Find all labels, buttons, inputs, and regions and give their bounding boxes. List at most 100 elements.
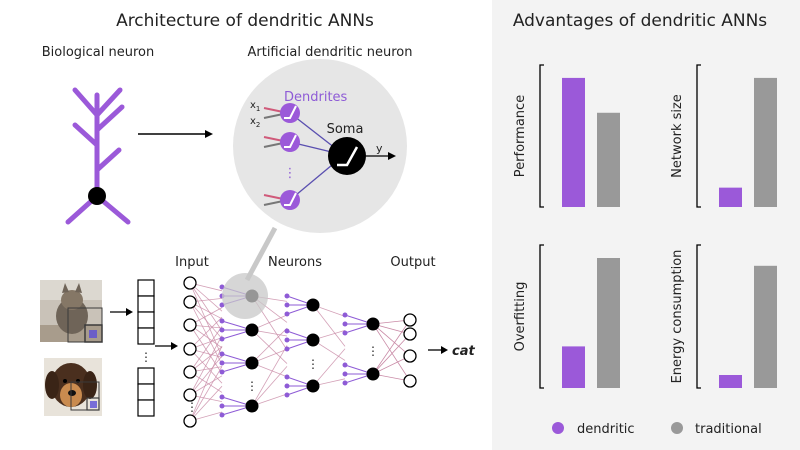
hidden-neuron: [245, 323, 259, 337]
output-label: Output: [390, 255, 435, 270]
hidden-neuron: [306, 298, 320, 312]
neural-network: [183, 276, 417, 428]
artificial-neuron-label: Artificial dendritic neuron: [247, 45, 412, 60]
chart-axis: [696, 64, 701, 208]
hidden-neuron: [306, 379, 320, 393]
input-ellipsis: ⋮: [186, 400, 198, 414]
neurons-label: Neurons: [268, 255, 322, 270]
neurons-ellipsis-2: ⋮: [307, 357, 319, 371]
input-node: [183, 388, 197, 402]
image-arrow-icon: [126, 308, 133, 316]
connection: [251, 327, 288, 364]
input-vector: [137, 279, 155, 417]
soma-output-arrow-icon: [388, 152, 396, 160]
dendrite-node: [284, 328, 290, 334]
input-node: [183, 295, 197, 309]
soma-icon: [328, 137, 366, 175]
legend-dendritic-marker: [552, 422, 564, 434]
chart-ylabel: Overfitting: [513, 282, 528, 352]
connection: [189, 301, 223, 339]
dendrite-node: [219, 394, 225, 400]
output-node: [403, 349, 417, 363]
hidden-neuron: [366, 317, 380, 331]
dendrite-node: [284, 337, 290, 343]
legend-traditional-label: traditional: [695, 422, 762, 437]
connection: [251, 366, 288, 407]
bar-dendritic: [719, 375, 742, 388]
soma-label: Soma: [327, 122, 364, 137]
cat-label: cat: [452, 344, 475, 359]
legend-dendritic-label: dendritic: [577, 422, 635, 437]
hidden-neuron: [306, 333, 320, 347]
chart-ylabel: Performance: [513, 95, 528, 177]
connection: [189, 316, 223, 350]
dendrite-node: [219, 351, 225, 357]
hidden-neuron: [366, 367, 380, 381]
neurons-ellipsis-1: ⋮: [246, 379, 258, 393]
dendrite-node: [342, 362, 348, 368]
input-node: [183, 414, 197, 428]
output-connection: [372, 319, 411, 375]
dendrite-node: [342, 321, 348, 327]
bar-traditional: [754, 77, 777, 207]
dendrite-node: [219, 369, 225, 375]
dendrite-node: [219, 318, 225, 324]
connection: [189, 385, 223, 422]
dendrite-node: [342, 312, 348, 318]
connection: [189, 345, 223, 422]
output-connection: [372, 355, 411, 375]
output-connection: [372, 323, 411, 357]
connection: [251, 345, 288, 407]
dendrite-node: [219, 412, 225, 418]
dendrite-node: [219, 336, 225, 342]
vector-arrow-icon: [171, 342, 178, 350]
connection: [189, 355, 223, 396]
cat-image: [40, 280, 103, 343]
input-label: Input: [175, 255, 209, 270]
chart-ylabel: Network size: [670, 94, 685, 178]
dendrite-node: [342, 330, 348, 336]
dendrite-node: [284, 311, 290, 317]
x2-label: x2: [250, 116, 260, 129]
dendrite-node: [284, 383, 290, 389]
bar-dendritic: [562, 346, 585, 388]
x1-label: x1: [250, 100, 260, 113]
input-node: [183, 276, 197, 290]
dendrite-node: [284, 374, 290, 380]
bar-dendritic: [562, 77, 585, 207]
soma-activation-icon: [337, 146, 359, 167]
dendrite-node: [284, 293, 290, 299]
dendrite-node: [219, 302, 225, 308]
chart-axis: [539, 244, 544, 389]
chart-axis: [539, 64, 544, 208]
dendrite-node: [219, 360, 225, 366]
bar-traditional: [597, 258, 620, 388]
output-connection: [372, 333, 411, 375]
input-node: [183, 365, 197, 379]
chart-axis: [696, 244, 701, 389]
biological-neuron-label: Biological neuron: [42, 45, 155, 60]
dendrite-node: [219, 327, 225, 333]
advantages-panel-bg: [492, 0, 800, 450]
connection: [189, 282, 223, 312]
connection: [189, 326, 223, 373]
connection: [312, 348, 346, 387]
bar-traditional: [597, 112, 620, 207]
hidden-neuron: [245, 399, 259, 413]
dendrite-ellipsis: ⋮: [284, 166, 297, 181]
connection: [251, 329, 288, 364]
zoom-highlight: [222, 273, 268, 319]
connection: [189, 335, 223, 396]
dendrite-node: [284, 392, 290, 398]
dendrite-node: [342, 380, 348, 386]
hidden-neuron: [245, 356, 259, 370]
output-node: [403, 313, 417, 327]
arrow-head-icon: [205, 130, 213, 138]
y-label: y: [376, 142, 383, 155]
artificial-neuron-zoom: [233, 59, 407, 233]
output-node: [403, 327, 417, 341]
dendrite-node: [219, 403, 225, 409]
